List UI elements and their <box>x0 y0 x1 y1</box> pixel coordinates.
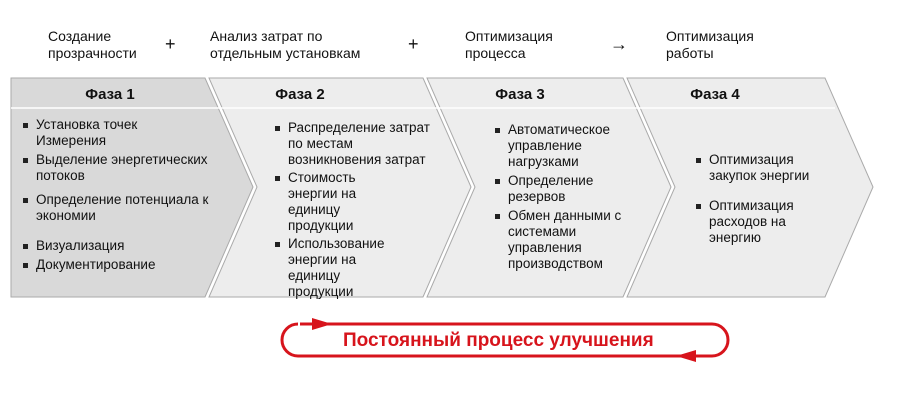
plus-operator: + <box>165 34 176 54</box>
list-item: Автоматическое управление нагрузками <box>494 122 628 170</box>
list-item: Обмен данными с системами управления про… <box>494 208 633 272</box>
phase-2-chevron <box>208 77 472 298</box>
plus-operator: + <box>408 34 419 54</box>
phase-1-list: Установка точек Измерения Выделение энер… <box>22 117 212 276</box>
arrow-head-left <box>676 350 696 362</box>
phase-3-list: Автоматическое управление нагрузками Опр… <box>494 122 634 275</box>
list-item: Визуализация <box>22 238 212 254</box>
list-item: Определение потенциала к экономии <box>22 192 216 224</box>
list-item: Документирование <box>22 257 212 273</box>
top-label-4: Оптимизация работы <box>666 28 754 61</box>
phase-3-title: Фаза 3 <box>495 86 545 103</box>
top-label-2: Анализ затрат по отдельным установкам <box>210 28 361 61</box>
list-item: Оптимизация расходов на энергию <box>695 198 804 246</box>
list-item: Выделение энергетических потоков <box>22 152 211 184</box>
list-item: Определение резервов <box>494 173 608 205</box>
arrow-operator: → <box>610 34 628 54</box>
phase-4-title: Фаза 4 <box>690 86 740 103</box>
list-item: Использование энергии на единицу продукц… <box>274 236 384 300</box>
phase-2-title: Фаза 2 <box>275 86 325 103</box>
loop-arrow <box>280 322 730 358</box>
phase-4-list: Оптимизация закупок энергии Оптимизация … <box>695 152 835 249</box>
phase-1-title: Фаза 1 <box>85 86 135 103</box>
list-item: Распределение затрат по местам возникнов… <box>274 120 448 168</box>
list-item: Стоимость энергии на единицу продукции <box>274 170 403 234</box>
continuous-improvement-label: Постоянный процесс улучшения <box>343 330 654 351</box>
phase-3-chevron <box>426 77 672 298</box>
list-item: Оптимизация закупок энергии <box>695 152 829 184</box>
list-item: Установка точек Измерения <box>22 117 156 149</box>
top-label-1: Создание прозрачности <box>48 28 137 61</box>
top-label-3: Оптимизация процесса <box>465 28 553 61</box>
phase-2-list: Распределение затрат по местам возникнов… <box>274 120 454 303</box>
phase-1-chevron <box>10 77 254 298</box>
arrow-head-right <box>312 318 332 330</box>
phase-4-chevron <box>626 77 874 298</box>
